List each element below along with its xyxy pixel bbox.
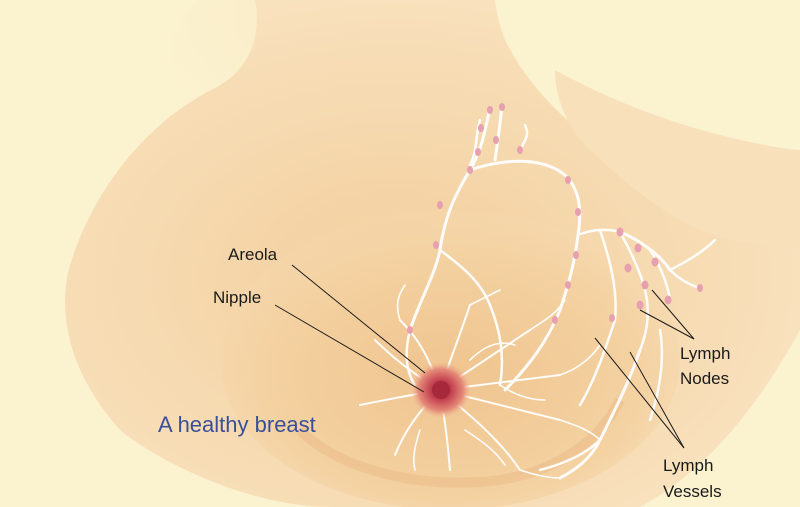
caption: A healthy breast bbox=[158, 412, 316, 438]
nipple-label: Nipple bbox=[213, 287, 261, 308]
lymph-vessels-label-line1: Lymph bbox=[663, 455, 713, 476]
lymph-vessels-label-line2: Vessels bbox=[663, 481, 722, 502]
nipple-shape bbox=[432, 381, 450, 399]
lymph-nodes-label-line1: Lymph bbox=[680, 343, 730, 364]
areola-label: Areola bbox=[228, 244, 277, 265]
lymph-nodes-label-line2: Nodes bbox=[680, 368, 729, 389]
